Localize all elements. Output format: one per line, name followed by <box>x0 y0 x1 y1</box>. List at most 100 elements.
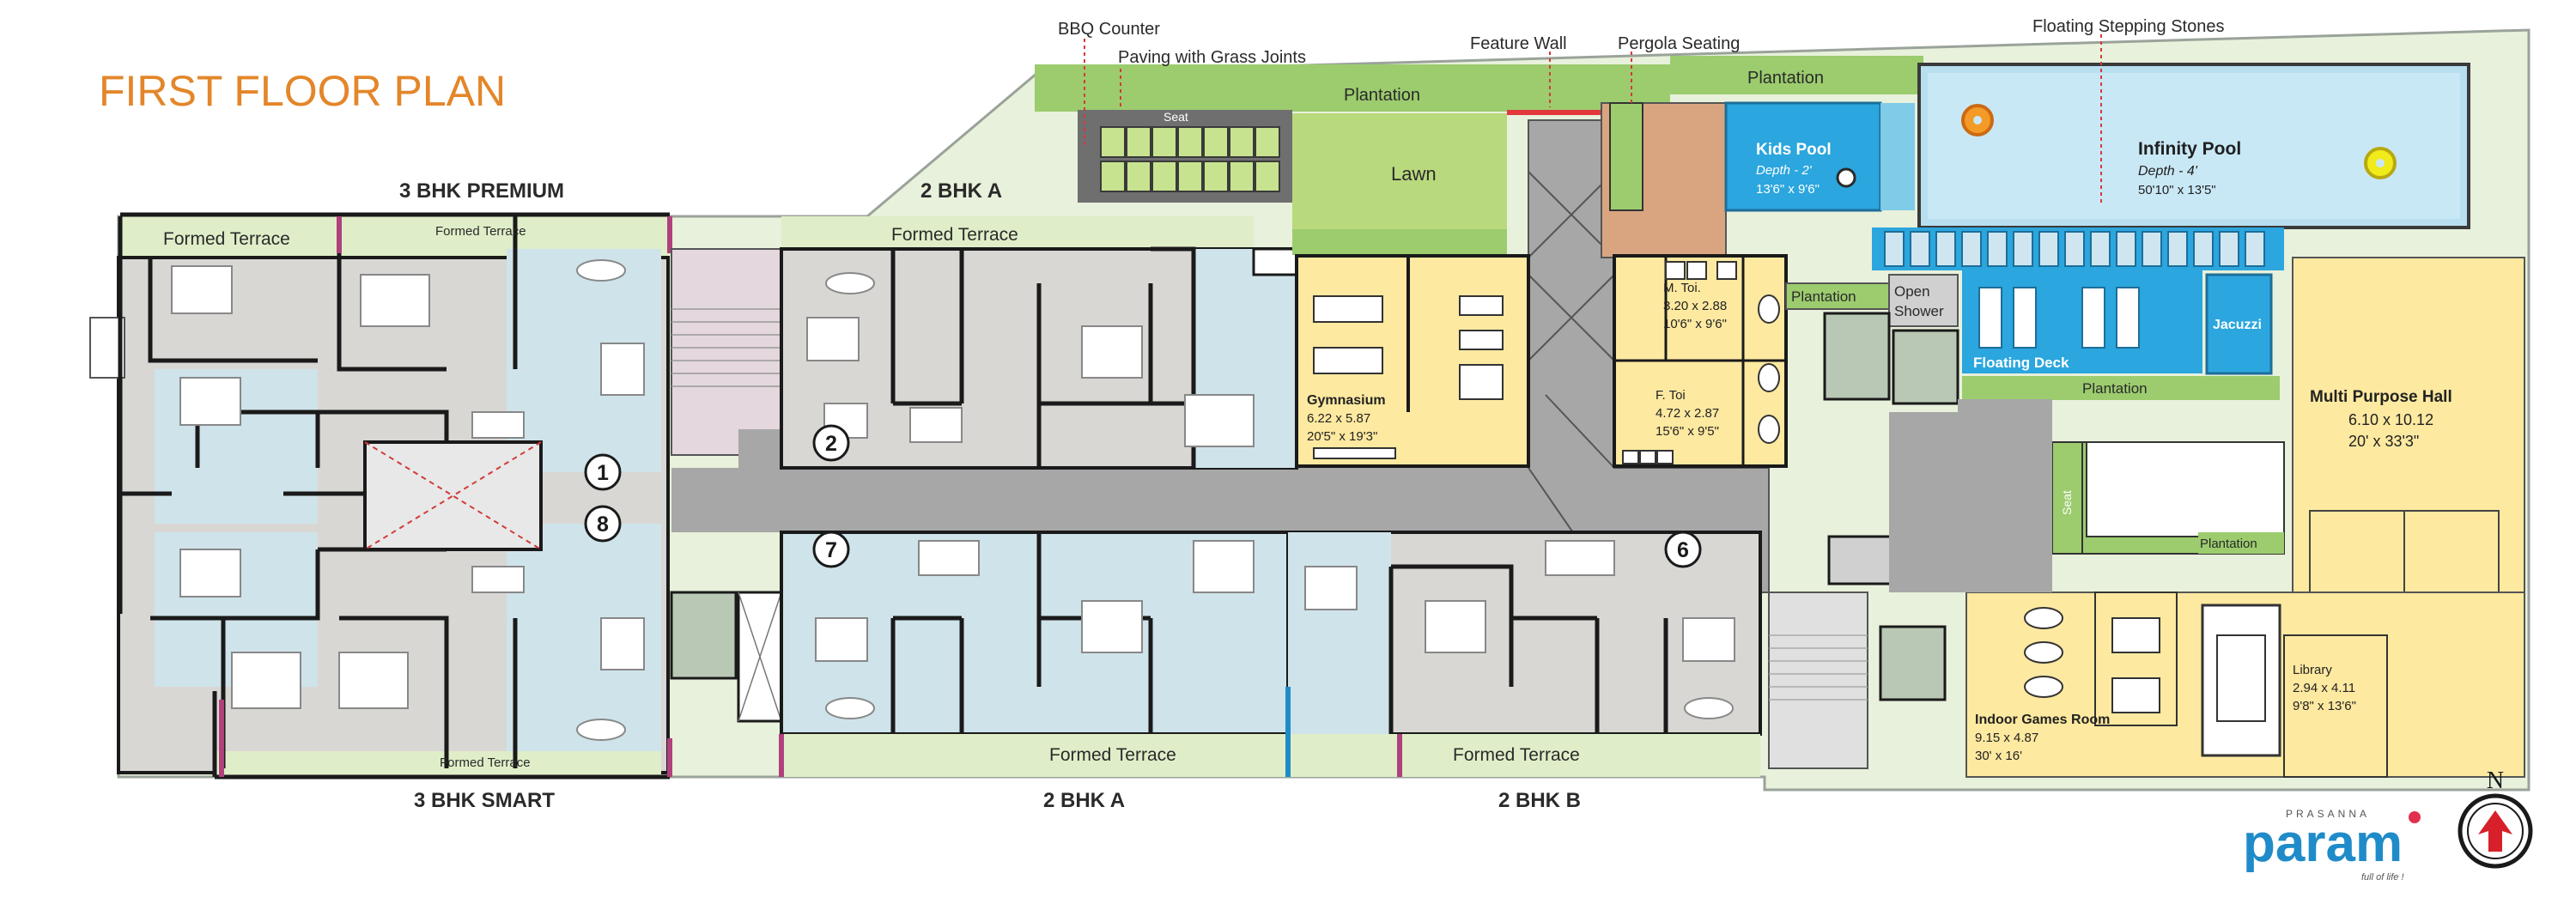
kids-pool-ring <box>1836 167 1856 188</box>
f-toilet-imperial: 15'6" x 9'5" <box>1656 424 1719 439</box>
games-imperial: 30' x 16' <box>1975 749 2022 763</box>
void-cross <box>364 441 542 550</box>
callout-feature-wall: Feature Wall <box>1470 34 1567 53</box>
lift-left <box>670 591 738 680</box>
jacuzzi-label: Jacuzzi <box>2213 318 2262 332</box>
brand-name: param <box>2243 814 2403 873</box>
brand-tagline: full of life ! <box>2361 872 2404 883</box>
kids-pool-depth: Depth - 2' <box>1756 163 1813 178</box>
top-plantation-band <box>1035 64 1670 112</box>
plantation-label-court: Plantation <box>2200 537 2257 551</box>
unit-label-3bhk-smart: 3 BHK SMART <box>414 789 555 812</box>
premium-furniture <box>171 259 645 741</box>
games-tables <box>2024 607 2160 713</box>
terrace-label-2bhk-a-top: Formed Terrace <box>891 225 1018 245</box>
page-title: FIRST FLOOR PLAN <box>99 67 506 115</box>
bottom-walls <box>890 532 1668 734</box>
brand-small: PRASANNA <box>2286 808 2370 820</box>
open-shower-label-2: Shower <box>1894 303 1944 319</box>
court-seat <box>2051 441 2083 555</box>
float-ring-yellow-hole <box>2376 159 2385 167</box>
north-arrow-icon <box>2478 810 2512 852</box>
infinity-pool-size: 50'10" x 13'5" <box>2138 183 2216 197</box>
gym-name: Gymnasium <box>1307 393 1386 408</box>
core-diagonals <box>1528 171 1615 469</box>
unit-number-6: 6 <box>1664 531 1702 568</box>
kids-pool-name: Kids Pool <box>1756 141 1832 159</box>
kids-pool-size: 13'6" x 9'6" <box>1756 182 1820 197</box>
north-letter: N <box>2487 767 2504 794</box>
m-toilet-metric: 3.20 x 2.88 <box>1663 299 1727 313</box>
court-plantation <box>2198 532 2284 554</box>
library-name: Library <box>2293 663 2332 677</box>
callout-stepping-stones: Floating Stepping Stones <box>2032 17 2225 36</box>
deck-loungers <box>1978 287 2140 349</box>
unit-label-2bhk-a-bottom: 2 BHK A <box>1043 789 1125 812</box>
infinity-pool-name: Infinity Pool <box>2138 139 2241 159</box>
feature-wall-strip <box>1507 110 1601 115</box>
paving-grid <box>1100 126 1280 192</box>
terrace-label-smart: Formed Terrace <box>440 755 531 770</box>
central-core-lower <box>1958 399 2052 592</box>
m-toilet-imperial: 10'6" x 9'6" <box>1663 317 1727 331</box>
a-bottom-terrace <box>781 734 1288 777</box>
seat-label-bbq: Seat <box>1163 110 1188 124</box>
infinity-pool-depth: Depth - 4' <box>2138 164 2198 179</box>
unit-label-2bhk-a-top: 2 BHK A <box>920 179 1002 203</box>
b-bottom-terrace <box>1288 734 1760 777</box>
infinity-pool <box>1928 73 2460 219</box>
mph-metric: 6.10 x 10.12 <box>2348 411 2433 428</box>
premium-accent-walls <box>219 216 672 777</box>
pool-table <box>2201 604 2281 757</box>
shower-lift-2 <box>1892 329 1959 405</box>
lower-lift-b <box>1879 625 1947 701</box>
gym-imperial: 20'5" x 19'3" <box>1307 429 1377 444</box>
svg-text:1: 1 <box>597 461 609 485</box>
callout-paving: Paving with Grass Joints <box>1118 48 1306 67</box>
unit-label-3bhk-premium: 3 BHK PREMIUM <box>399 179 564 203</box>
bottom-furniture <box>815 540 1735 719</box>
terrace-label-premium-small: Formed Terrace <box>435 224 526 239</box>
shower-plantation <box>1785 282 1890 310</box>
pool-table-felt <box>2216 634 2266 722</box>
plantation-label-top: Plantation <box>1344 86 1420 105</box>
toilet-fixtures <box>1622 261 1780 464</box>
open-shower <box>1888 274 1959 327</box>
lift-left-cross <box>738 592 782 722</box>
seat-label-court: Seat <box>2060 490 2074 515</box>
library <box>2283 634 2388 778</box>
a-top-furniture <box>806 272 1255 447</box>
gym-plantation <box>1292 229 1507 255</box>
b-bottom-living <box>1288 532 1391 734</box>
unit-label-2bhk-b: 2 BHK B <box>1498 789 1581 812</box>
pergola-seat <box>1609 102 1643 211</box>
corridor-link <box>738 429 781 507</box>
brand-logo: PRASANNA param full of life ! <box>2243 808 2421 883</box>
svg-text:8: 8 <box>597 513 609 537</box>
smart-terrace <box>215 751 661 777</box>
terrace-label-2bhk-b: Formed Terrace <box>1453 745 1580 765</box>
unit-number-8: 8 <box>584 505 622 543</box>
gym-metric: 6.22 x 5.87 <box>1307 411 1370 426</box>
f-toilet-metric: 4.72 x 2.87 <box>1656 406 1719 421</box>
svg-text:7: 7 <box>825 538 837 562</box>
kids-pool-edge <box>1880 103 1915 210</box>
games-divider <box>2094 592 2178 726</box>
unit-number-7: 7 <box>812 531 850 568</box>
deck-plantation <box>1962 376 2280 400</box>
callout-bbq-counter: BBQ Counter <box>1058 20 1160 39</box>
games-metric: 9.15 x 4.87 <box>1975 731 2038 745</box>
float-ring-orange-hole <box>1973 116 1982 124</box>
premium-walls <box>118 212 670 780</box>
lawn-label: Lawn <box>1391 163 1437 185</box>
jacuzzi <box>2205 273 2273 375</box>
callout-pergola-seating: Pergola Seating <box>1618 34 1740 53</box>
gym-equipment <box>1313 295 1504 459</box>
kids-pool <box>1724 101 1882 212</box>
terrace-label-premium: Formed Terrace <box>163 229 290 249</box>
brand-dot-icon <box>2409 811 2421 823</box>
lawn <box>1292 113 1507 229</box>
unit-number-2: 2 <box>812 424 850 462</box>
stepping-stones <box>1884 231 2265 267</box>
